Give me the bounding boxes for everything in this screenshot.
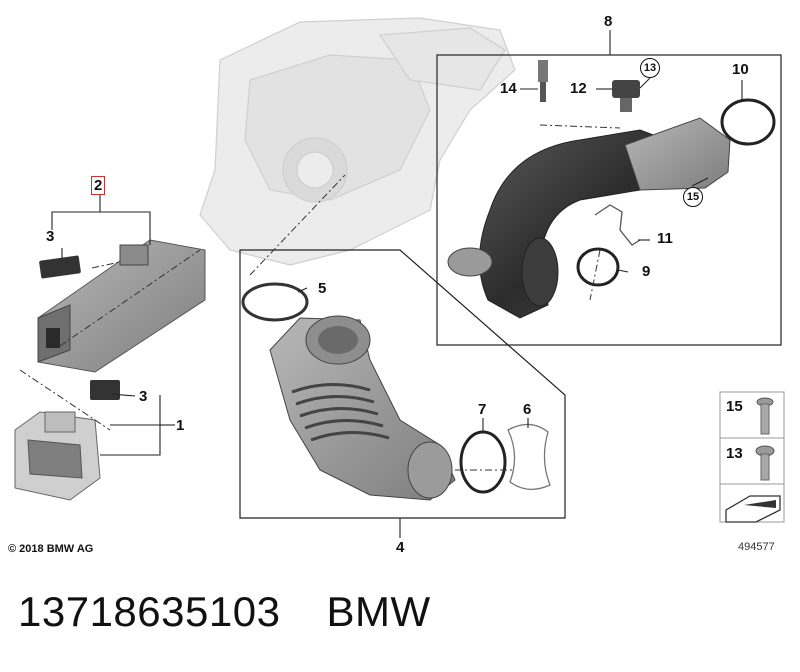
hose-clamp-part	[241, 282, 309, 322]
air-filter-housing-ghost	[199, 17, 516, 266]
callout-5: 5	[318, 280, 327, 297]
callout-3-lower: 3	[139, 388, 148, 405]
legend-number-13: 13	[726, 445, 743, 462]
callout-15-circled: 15	[683, 187, 703, 207]
callout-9: 9	[642, 263, 651, 280]
part-number: 13718635103	[18, 588, 281, 635]
seal-ring-7	[459, 430, 507, 494]
callout-1: 1	[176, 417, 185, 434]
callout-14: 14	[500, 80, 517, 97]
retainer-wire-11	[594, 204, 641, 246]
callout-11: 11	[657, 230, 673, 247]
callout-10: 10	[732, 61, 749, 78]
callout-2-highlighted: 2	[91, 176, 106, 195]
pad-part-upper	[39, 255, 81, 279]
callout-12: 12	[570, 80, 587, 97]
sensor-12	[612, 80, 640, 112]
group-8-box	[436, 54, 782, 346]
diagram-reference-number: 494577	[738, 541, 775, 553]
leader-lines	[51, 30, 743, 538]
callout-4: 4	[396, 539, 405, 556]
brand-name: BMW	[326, 588, 431, 635]
dash-dot-lines	[19, 124, 621, 471]
intake-hose-part	[447, 117, 731, 319]
copyright-notice: © 2018 BMW AG	[8, 543, 94, 555]
group-4-box	[239, 249, 566, 519]
seal-ring-9	[576, 247, 620, 287]
intake-snorkel-part	[37, 239, 206, 373]
arrow-icon	[725, 495, 781, 523]
spring-clip-6	[507, 423, 551, 490]
bolt-15-icon	[756, 397, 774, 435]
callout-3-upper: 3	[46, 228, 55, 245]
part-caption: 13718635103 BMW	[18, 588, 431, 636]
intake-boot-part	[269, 315, 456, 501]
callout-7: 7	[478, 401, 487, 418]
seal-ring-10	[720, 98, 776, 146]
callout-8: 8	[604, 13, 613, 30]
inlet-bracket-part	[14, 411, 101, 501]
temperature-sensor-14	[538, 60, 548, 102]
legend-number-15: 15	[726, 398, 743, 415]
fastener-legend	[719, 391, 785, 523]
pad-part-lower	[90, 380, 120, 400]
callout-6: 6	[523, 401, 532, 418]
bolt-13-icon	[755, 445, 775, 481]
callout-13-circled: 13	[640, 58, 660, 78]
